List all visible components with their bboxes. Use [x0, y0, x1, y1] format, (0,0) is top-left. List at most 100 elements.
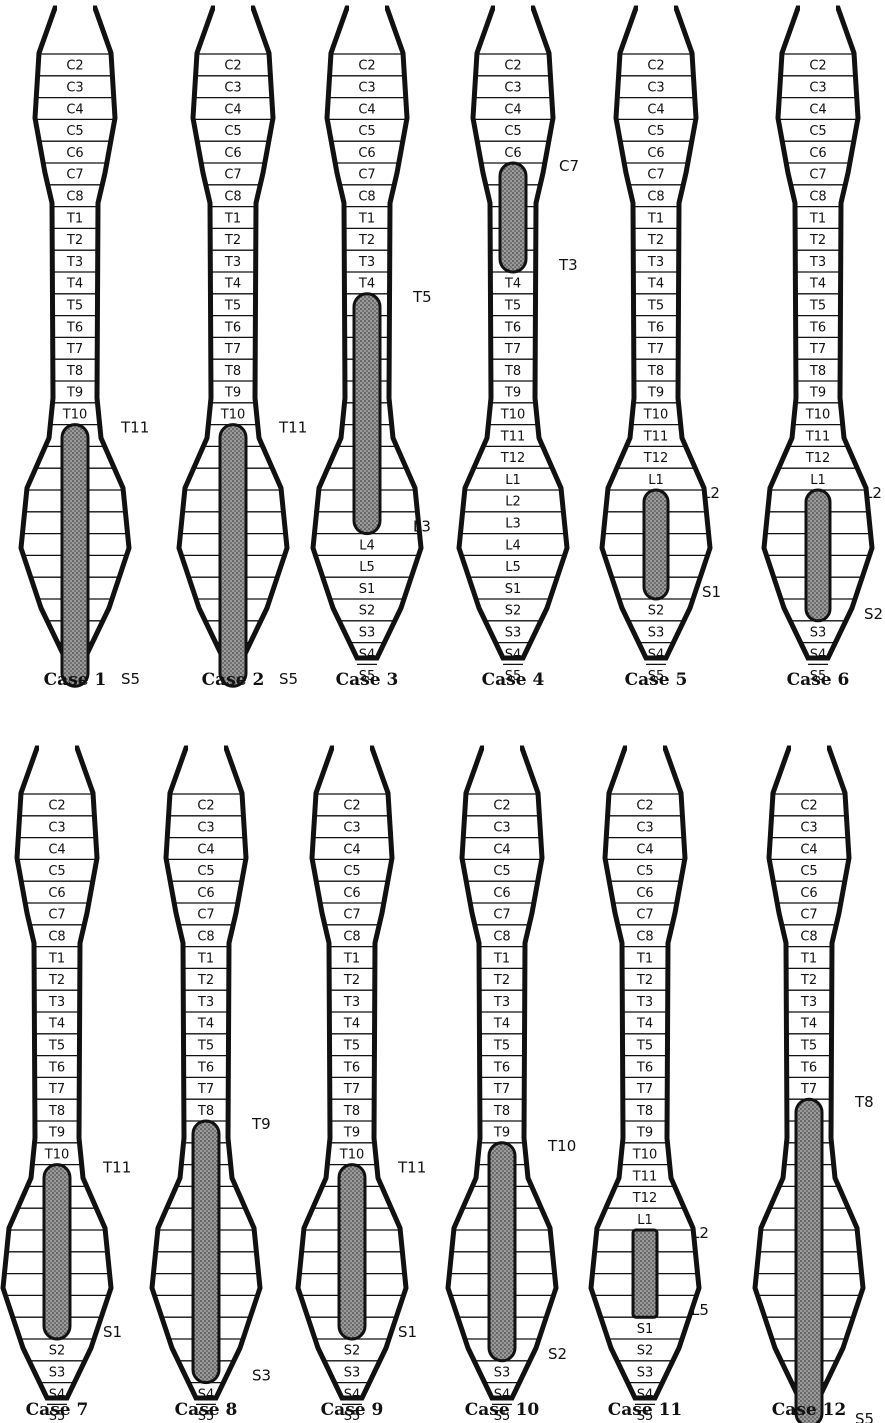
- segment-label-s4: S4: [505, 647, 522, 662]
- segment-label-t10: T10: [62, 407, 87, 422]
- segment-label-t7: T7: [343, 1082, 360, 1097]
- segment-label-t1: T1: [343, 951, 360, 966]
- segment-label-t5: T5: [224, 298, 241, 313]
- segment-label-t1: T1: [224, 211, 241, 226]
- segment-label-t4: T4: [358, 277, 375, 292]
- segment-label-t6: T6: [343, 1060, 360, 1075]
- segment-label-t4: T4: [48, 1017, 65, 1032]
- segment-label-c7: C7: [358, 168, 375, 183]
- segment-label-t9: T9: [647, 386, 664, 401]
- lesion-bar: [644, 490, 668, 599]
- segment-label-c8: C8: [636, 929, 653, 944]
- segment-label-t12: T12: [632, 1191, 657, 1206]
- segment-label-t5: T5: [48, 1038, 65, 1053]
- lesion-end-label: T3: [558, 256, 578, 274]
- segment-label-t6: T6: [636, 1060, 653, 1075]
- segment-label-l1: L1: [648, 473, 664, 488]
- segment-label-t1: T1: [66, 211, 83, 226]
- segment-label-t7: T7: [800, 1082, 817, 1097]
- segment-label-c6: C6: [197, 886, 214, 901]
- spine-case-7: C2C3C4C5C6C7C8T1T2T3T4T5T6T7T8T9T10S2S3S…: [3, 748, 131, 1423]
- segment-label-c3: C3: [493, 820, 510, 835]
- segment-label-c8: C8: [800, 929, 817, 944]
- spine-case-6: C2C3C4C5C6C7C8T1T2T3T4T5T6T7T8T9T10T11T1…: [764, 8, 883, 690]
- segment-label-t10: T10: [643, 407, 668, 422]
- case-label: Case 11: [608, 1400, 683, 1420]
- segment-label-t2: T2: [647, 233, 664, 248]
- segment-label-c7: C7: [493, 908, 510, 923]
- segment-label-s3: S3: [49, 1365, 66, 1380]
- segment-label-t2: T2: [224, 233, 241, 248]
- segment-label-t4: T4: [343, 1017, 360, 1032]
- segment-label-c3: C3: [343, 820, 360, 835]
- segment-label-c7: C7: [800, 908, 817, 923]
- segment-label-t3: T3: [493, 995, 510, 1010]
- spine-case-4: C2C3C4C5C6T4T5T6T7T8T9T10T11T12L1L2L3L4L…: [459, 8, 579, 690]
- lesion-end-label: S3: [252, 1367, 271, 1385]
- segment-label-t6: T6: [493, 1060, 510, 1075]
- segment-label-t8: T8: [809, 364, 826, 379]
- segment-label-c6: C6: [343, 886, 360, 901]
- segment-label-c3: C3: [48, 820, 65, 835]
- segment-label-s2: S2: [359, 604, 376, 619]
- segment-label-c6: C6: [800, 886, 817, 901]
- segment-label-t1: T1: [48, 951, 65, 966]
- segment-label-l1: L1: [505, 473, 521, 488]
- segment-label-t9: T9: [224, 386, 241, 401]
- lesion-end-label: S1: [398, 1323, 417, 1341]
- segment-label-c8: C8: [224, 189, 241, 204]
- segment-label-t1: T1: [358, 211, 375, 226]
- segment-label-s3: S3: [505, 625, 522, 640]
- segment-label-c3: C3: [224, 80, 241, 95]
- segment-label-t3: T3: [800, 995, 817, 1010]
- segment-label-c7: C7: [343, 908, 360, 923]
- segment-label-c5: C5: [48, 864, 65, 879]
- segment-label-c5: C5: [504, 124, 521, 139]
- spine-case-10: C2C3C4C5C6C7C8T1T2T3T4T5T6T7T8T9S3S4S5T1…: [448, 748, 576, 1423]
- segment-label-c5: C5: [343, 864, 360, 879]
- lesion-start-label: T8: [854, 1093, 874, 1111]
- segment-label-t2: T2: [809, 233, 826, 248]
- segment-label-s4: S4: [810, 647, 827, 662]
- lesion-end-label: S5: [121, 670, 140, 688]
- segment-label-s3: S3: [344, 1365, 361, 1380]
- lesion-bar: [489, 1143, 515, 1361]
- lesion-bar: [633, 1230, 657, 1317]
- segment-label-t5: T5: [800, 1038, 817, 1053]
- spine-case-11: C2C3C4C5C6C7C8T1T2T3T4T5T6T7T8T9T10T11T1…: [591, 748, 709, 1423]
- segment-label-t7: T7: [66, 342, 83, 357]
- segment-label-s1: S1: [359, 582, 376, 597]
- spine-case-5: C2C3C4C5C6C7C8T1T2T3T4T5T6T7T8T9T10T11T1…: [602, 8, 721, 690]
- segment-label-t2: T2: [48, 973, 65, 988]
- segment-label-s3: S3: [810, 625, 827, 640]
- lesion-bar: [193, 1121, 219, 1383]
- segment-label-t3: T3: [224, 255, 241, 270]
- segment-label-t6: T6: [224, 320, 241, 335]
- case-label: Case 6: [787, 670, 850, 690]
- segment-label-c8: C8: [647, 189, 664, 204]
- case-label: Case 5: [625, 670, 688, 690]
- segment-label-c7: C7: [809, 168, 826, 183]
- segment-label-t7: T7: [647, 342, 664, 357]
- segment-label-c8: C8: [809, 189, 826, 204]
- segment-label-t8: T8: [224, 364, 241, 379]
- segment-label-c6: C6: [358, 146, 375, 161]
- lesion-end-label: S5: [855, 1410, 874, 1423]
- segment-label-c5: C5: [197, 864, 214, 879]
- segment-label-c7: C7: [197, 908, 214, 923]
- segment-label-s2: S2: [648, 604, 665, 619]
- segment-label-t7: T7: [636, 1082, 653, 1097]
- segment-label-c6: C6: [647, 146, 664, 161]
- segment-label-c8: C8: [358, 189, 375, 204]
- spine-case-3: C2C3C4C5C6C7C8T1T2T3T4L4L5S1S2S3S4S5T5L3…: [313, 8, 432, 690]
- segment-label-c2: C2: [224, 59, 241, 74]
- segment-label-s4: S4: [359, 647, 376, 662]
- segment-label-t2: T2: [343, 973, 360, 988]
- segment-label-t5: T5: [504, 298, 521, 313]
- segment-label-c7: C7: [636, 908, 653, 923]
- segment-label-t4: T4: [800, 1017, 817, 1032]
- segment-label-t7: T7: [504, 342, 521, 357]
- case-label: Case 12: [772, 1400, 847, 1420]
- segment-label-s3: S3: [359, 625, 376, 640]
- segment-label-t11: T11: [643, 429, 668, 444]
